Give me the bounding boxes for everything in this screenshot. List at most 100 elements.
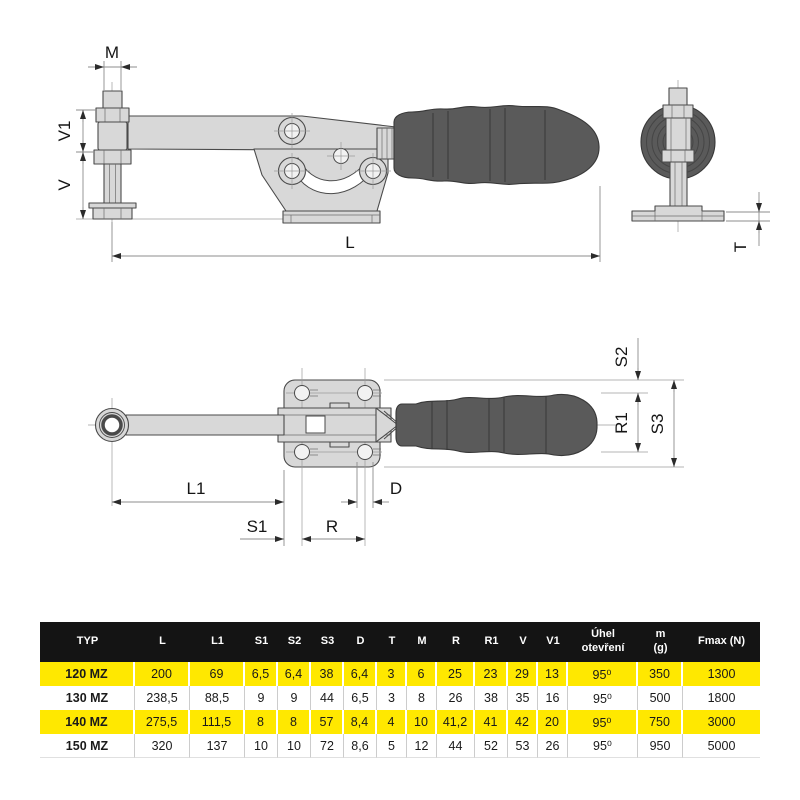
row-value: 238,5 bbox=[135, 686, 190, 710]
row-value: 8 bbox=[278, 710, 311, 734]
row-value: 41,2 bbox=[437, 710, 475, 734]
row-value: 6,5 bbox=[344, 686, 377, 710]
row-value: 950 bbox=[638, 734, 683, 758]
row-value: 95⁰ bbox=[568, 662, 638, 686]
row-type: 120 MZ bbox=[40, 662, 135, 686]
row-value: 8 bbox=[407, 686, 437, 710]
dim-l1: L1 bbox=[112, 470, 285, 546]
spindle-front bbox=[631, 87, 725, 222]
row-value: 1800 bbox=[683, 686, 760, 710]
dim-s3: S3 bbox=[648, 380, 677, 467]
column-header: Fmax (N) bbox=[683, 622, 760, 662]
dim-v1-v: V1 V bbox=[55, 109, 96, 219]
arm-tip bbox=[375, 407, 399, 443]
row-type: 130 MZ bbox=[40, 686, 135, 710]
row-value: 95⁰ bbox=[568, 686, 638, 710]
handle-grip-top bbox=[395, 393, 598, 457]
row-value: 3 bbox=[377, 686, 407, 710]
handle-grip bbox=[393, 105, 600, 185]
row-value: 5000 bbox=[683, 734, 760, 758]
dim-label-r: R bbox=[326, 517, 338, 536]
row-value: 5 bbox=[377, 734, 407, 758]
row-value: 13 bbox=[538, 662, 568, 686]
row-value: 12 bbox=[407, 734, 437, 758]
row-value: 72 bbox=[311, 734, 344, 758]
row-value: 6,5 bbox=[245, 662, 278, 686]
column-header: L bbox=[135, 622, 190, 662]
row-value: 38 bbox=[311, 662, 344, 686]
row-value: 23 bbox=[475, 662, 508, 686]
row-value: 350 bbox=[638, 662, 683, 686]
row-value: 52 bbox=[475, 734, 508, 758]
row-value: 16 bbox=[538, 686, 568, 710]
dim-label-l1: L1 bbox=[187, 479, 206, 498]
row-value: 95⁰ bbox=[568, 734, 638, 758]
top-view: L1 S1 R D S2 bbox=[88, 338, 684, 546]
dim-label-s1: S1 bbox=[247, 517, 268, 536]
handle-connector bbox=[376, 127, 395, 160]
row-value: 6,4 bbox=[278, 662, 311, 686]
dim-label-v: V bbox=[55, 179, 74, 191]
row-value: 200 bbox=[135, 662, 190, 686]
row-value: 3000 bbox=[683, 710, 760, 734]
column-header: T bbox=[377, 622, 407, 662]
row-value: 111,5 bbox=[190, 710, 245, 734]
row-value: 69 bbox=[190, 662, 245, 686]
row-value: 8,6 bbox=[344, 734, 377, 758]
dim-label-m: M bbox=[105, 43, 119, 62]
spindle-assembly bbox=[88, 90, 137, 220]
row-value: 38 bbox=[475, 686, 508, 710]
row-value: 8,4 bbox=[344, 710, 377, 734]
dim-l: L bbox=[111, 186, 601, 262]
row-value: 57 bbox=[311, 710, 344, 734]
column-header: S3 bbox=[311, 622, 344, 662]
column-header: TYP bbox=[40, 622, 135, 662]
row-value: 10 bbox=[278, 734, 311, 758]
column-header: L1 bbox=[190, 622, 245, 662]
row-value: 29 bbox=[508, 662, 538, 686]
row-value: 41 bbox=[475, 710, 508, 734]
dim-r: R bbox=[302, 517, 365, 542]
row-value: 88,5 bbox=[190, 686, 245, 710]
row-value: 500 bbox=[638, 686, 683, 710]
column-header: m (g) bbox=[638, 622, 683, 662]
row-value: 44 bbox=[311, 686, 344, 710]
dim-label-v1: V1 bbox=[55, 121, 74, 142]
row-value: 10 bbox=[407, 710, 437, 734]
row-type: 150 MZ bbox=[40, 734, 135, 758]
side-view: M V1 V L bbox=[55, 43, 601, 262]
row-value: 26 bbox=[538, 734, 568, 758]
column-header: V bbox=[508, 622, 538, 662]
row-value: 20 bbox=[538, 710, 568, 734]
arm-slot bbox=[305, 415, 326, 434]
mounting-foot bbox=[282, 210, 381, 224]
dim-s1: S1 bbox=[240, 517, 284, 542]
dim-m: M bbox=[88, 43, 137, 90]
row-value: 1300 bbox=[683, 662, 760, 686]
row-value: 8 bbox=[245, 710, 278, 734]
row-value: 44 bbox=[437, 734, 475, 758]
plate-holes bbox=[294, 385, 381, 460]
end-view: T bbox=[631, 80, 770, 252]
arm-top bbox=[277, 407, 392, 443]
column-header: S1 bbox=[245, 622, 278, 662]
pivot-holes bbox=[274, 113, 391, 189]
row-value: 3 bbox=[377, 662, 407, 686]
row-value: 137 bbox=[190, 734, 245, 758]
dim-label-r1: R1 bbox=[612, 412, 631, 434]
row-value: 275,5 bbox=[135, 710, 190, 734]
dim-s2-r1: S2 R1 bbox=[612, 338, 641, 452]
dim-label-s2: S2 bbox=[612, 347, 631, 368]
row-value: 6,4 bbox=[344, 662, 377, 686]
column-header: R1 bbox=[475, 622, 508, 662]
column-header: M bbox=[407, 622, 437, 662]
row-value: 95⁰ bbox=[568, 710, 638, 734]
